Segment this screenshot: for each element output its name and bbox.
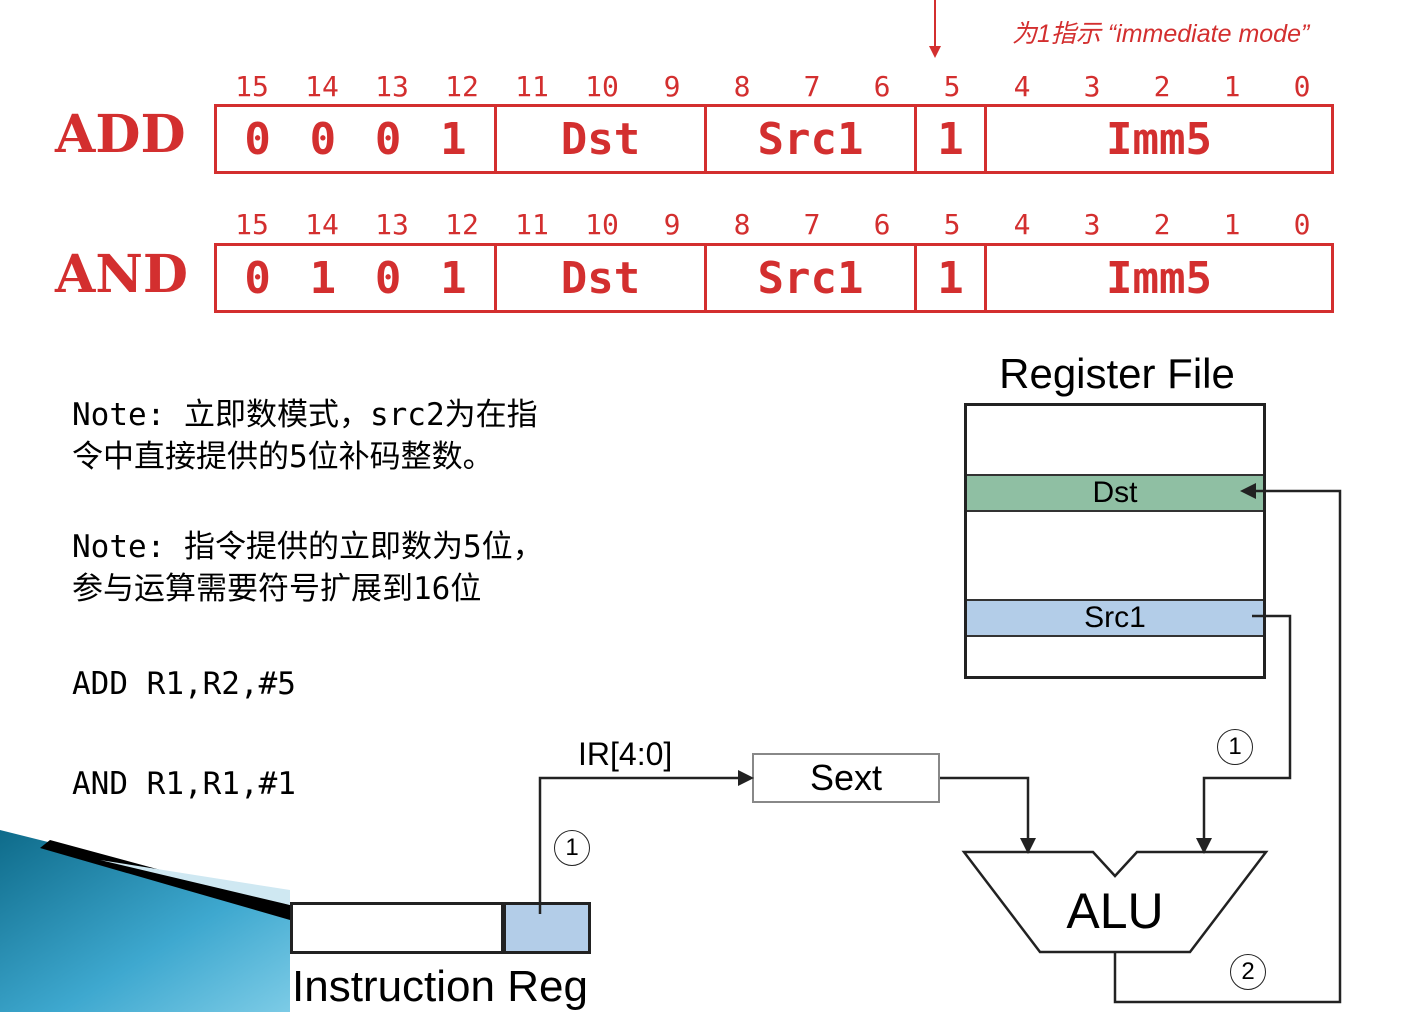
bit-number: 7 (803, 208, 821, 241)
imm5-field: Imm5 (1106, 113, 1212, 165)
bit-number: 8 (733, 208, 751, 241)
bit-number: 12 (445, 70, 479, 103)
bit-number: 5 (943, 208, 961, 241)
opcode-field: 0 0 0 1 (217, 107, 497, 171)
instruction-register-imm-bits (503, 902, 591, 954)
bit-number: 2 (1153, 208, 1171, 241)
step-marker: 2 (1230, 954, 1266, 990)
note-sign-extension: Note: 指令提供的立即数为5位， 参与运算需要符号扩展到16位 (72, 529, 544, 607)
bit-number: 3 (1083, 208, 1101, 241)
opcode-bit: 0 (374, 252, 402, 304)
bit-number: 10 (585, 208, 619, 241)
ir-bits-label: IR[4:0] (578, 736, 673, 772)
immediate-mode-note: 为1指示 “immediate mode” (1012, 20, 1310, 48)
step-marker: 1 (1217, 729, 1253, 765)
dst-field: Dst (497, 246, 707, 310)
step-marker: 1 (554, 830, 590, 866)
add-instruction-format: 0 0 0 1 Dst Src1 1 Imm5 (214, 104, 1334, 174)
sext-to-alu-wire (940, 776, 1030, 840)
instruction-register (290, 902, 504, 954)
bit-number: 14 (305, 70, 339, 103)
opcode-bit: 0 (244, 252, 271, 304)
mode-bit-field: 1 (917, 246, 987, 310)
bit-number: 9 (663, 70, 681, 103)
src1-to-alu-wire (1202, 614, 1292, 840)
bit-number: 3 (1083, 70, 1101, 103)
src1-field: Src1 (707, 246, 917, 310)
opcode-field: 0 1 0 1 (217, 246, 497, 310)
and-bit-numbers: 15 14 13 12 11 10 9 8 7 6 5 4 3 2 1 0 (222, 208, 1342, 242)
add-instruction-name: ADD (55, 104, 186, 165)
opcode-bit: 0 (374, 113, 402, 165)
bit-number: 0 (1293, 208, 1311, 241)
immediate-mode-pointer-arrow (929, 0, 941, 58)
bit-number: 13 (375, 208, 409, 241)
opcode-bit: 0 (244, 113, 271, 165)
bit-number: 1 (1223, 70, 1241, 103)
example-add: ADD R1,R2,#5 (72, 666, 296, 702)
opcode-bit: 1 (440, 252, 467, 304)
bit-number: 8 (733, 70, 751, 103)
opcode-bit: 1 (440, 113, 467, 165)
register-file: Dst Src1 (964, 403, 1266, 679)
arrowhead-alu-right (1196, 838, 1212, 854)
bit-number: 11 (515, 70, 549, 103)
bit-number: 15 (235, 208, 269, 241)
alu-to-dst-wire (1113, 489, 1342, 1004)
note-immediate-mode: Note: 立即数模式，src2为在指 令中直接提供的5位补码整数。 (72, 397, 538, 475)
decorative-corner-ribbon (0, 830, 290, 1012)
ir-to-sext-wire (538, 776, 740, 914)
instruction-reg-label: Instruction Reg (292, 962, 588, 1011)
alu-label: ALU (1066, 883, 1164, 939)
example-and: AND R1,R1,#1 (72, 766, 296, 802)
imm5-field: Imm5 (1106, 252, 1212, 304)
bit-number: 15 (235, 70, 269, 103)
src1-register: Src1 (967, 599, 1263, 637)
src1-field: Src1 (707, 107, 917, 171)
register-file-title: Register File (999, 350, 1235, 397)
bit-number: 13 (375, 70, 409, 103)
add-bit-numbers: 15 14 13 12 11 10 9 8 7 6 5 4 3 2 1 0 (222, 70, 1342, 104)
arrowhead-dst (1240, 483, 1256, 499)
bit-number: 14 (305, 208, 339, 241)
and-instruction-name: AND (55, 244, 188, 305)
bit-number: 7 (803, 70, 821, 103)
dst-field: Dst (497, 107, 707, 171)
dst-register: Dst (967, 474, 1263, 512)
bit-number: 12 (445, 208, 479, 241)
bit-number: 4 (1013, 70, 1031, 103)
bit-number: 6 (873, 70, 891, 103)
opcode-bit: 1 (309, 252, 337, 304)
bit-number: 5 (943, 70, 961, 103)
bit-number: 2 (1153, 70, 1171, 103)
arrowhead-alu-left (1020, 838, 1036, 854)
bit-number: 0 (1293, 70, 1311, 103)
arrowhead-sext (738, 770, 754, 786)
bit-number: 11 (515, 208, 549, 241)
mode-bit-field: 1 (917, 107, 987, 171)
and-instruction-format: 0 1 0 1 Dst Src1 1 Imm5 (214, 243, 1334, 313)
bit-number: 10 (585, 70, 619, 103)
bit-number: 9 (663, 208, 681, 241)
bit-number: 4 (1013, 208, 1031, 241)
opcode-bit: 0 (309, 113, 337, 165)
bit-number: 6 (873, 208, 891, 241)
alu-shape (961, 850, 1269, 954)
bit-number: 1 (1223, 208, 1241, 241)
